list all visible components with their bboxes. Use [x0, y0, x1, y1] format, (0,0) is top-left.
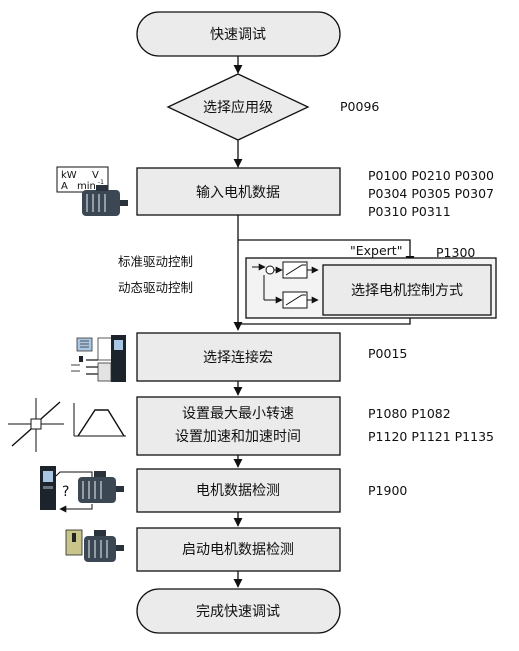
connection-macro-icon	[71, 335, 126, 382]
param-macro: P0015	[368, 346, 407, 361]
nameplate-a: A	[61, 181, 68, 192]
select-app-level-decision: 选择应用级	[166, 73, 310, 141]
start-label: 快速调试	[210, 27, 266, 43]
speed-settings-line2: 设置加速和加速时间	[175, 429, 301, 445]
select-motor-control-label: 选择电机控制方式	[351, 283, 463, 299]
vector-control-icon	[263, 275, 319, 309]
select-macro-box: 选择连接宏	[136, 332, 341, 382]
start-identification-icon	[65, 529, 124, 562]
param-detect: P1900	[368, 483, 407, 498]
nameplate-kw: kW	[61, 170, 77, 181]
param-speed-line2: P1120 P1121 P1135	[368, 429, 494, 444]
param-motor-line1: P0100 P0210 P0300	[368, 168, 494, 183]
standard-drive-label: 标准驱动控制	[118, 254, 193, 269]
parameter-labels: P0096 P0100 P0210 P0300 P0304 P0305 P030…	[340, 99, 494, 498]
param-app-level: P0096	[340, 99, 379, 114]
nameplate-exp: -1	[98, 179, 104, 186]
input-motor-data-box: 输入电机数据	[136, 167, 341, 216]
speed-settings-line1: 设置最大最小转速	[182, 406, 294, 422]
motor-icon	[82, 185, 128, 216]
speed-settings-box: 设置最大最小转速 设置加速和加速时间	[136, 396, 341, 456]
motor-identification-icon: ?	[40, 466, 124, 513]
start-motor-detect-box: 启动电机数据检测	[136, 527, 341, 572]
end-terminal: 完成快速调试	[136, 588, 341, 634]
ramp-curve-icon	[73, 403, 126, 437]
nameplate-v: V	[92, 170, 99, 181]
select-app-level-label: 选择应用级	[203, 99, 273, 116]
param-motor-line3: P0310 P0311	[368, 204, 451, 219]
question-mark: ?	[62, 484, 69, 500]
expert-label: "Expert"	[350, 243, 402, 258]
motor-control-group: 选择电机控制方式	[245, 257, 497, 319]
vf-curve-icon	[252, 261, 319, 279]
start-terminal: 快速调试	[136, 11, 341, 57]
motor-detect-box: 电机数据检测	[136, 468, 341, 513]
param-speed-line1: P1080 P1082	[368, 406, 451, 421]
connectors	[233, 56, 415, 588]
dynamic-drive-label: 动态驱动控制	[118, 280, 193, 295]
input-motor-data-label: 输入电机数据	[196, 185, 280, 201]
arrow-control-to-macro	[238, 318, 411, 325]
param-control: P1300	[436, 245, 475, 260]
motor-detect-label: 电机数据检测	[196, 483, 280, 499]
param-motor-line2: P0304 P0305 P0307	[368, 186, 494, 201]
start-motor-detect-label: 启动电机数据检测	[182, 542, 294, 558]
motor-nameplate-icon: kW V A min -1	[56, 166, 128, 216]
arrow-expert-branch	[238, 239, 415, 265]
select-macro-label: 选择连接宏	[203, 349, 273, 366]
end-label: 完成快速调试	[196, 604, 280, 620]
nameplate-min: min	[77, 181, 96, 192]
side-labels: "Expert" 标准驱动控制 动态驱动控制	[118, 243, 402, 295]
speed-limit-curve-icon	[8, 398, 64, 452]
